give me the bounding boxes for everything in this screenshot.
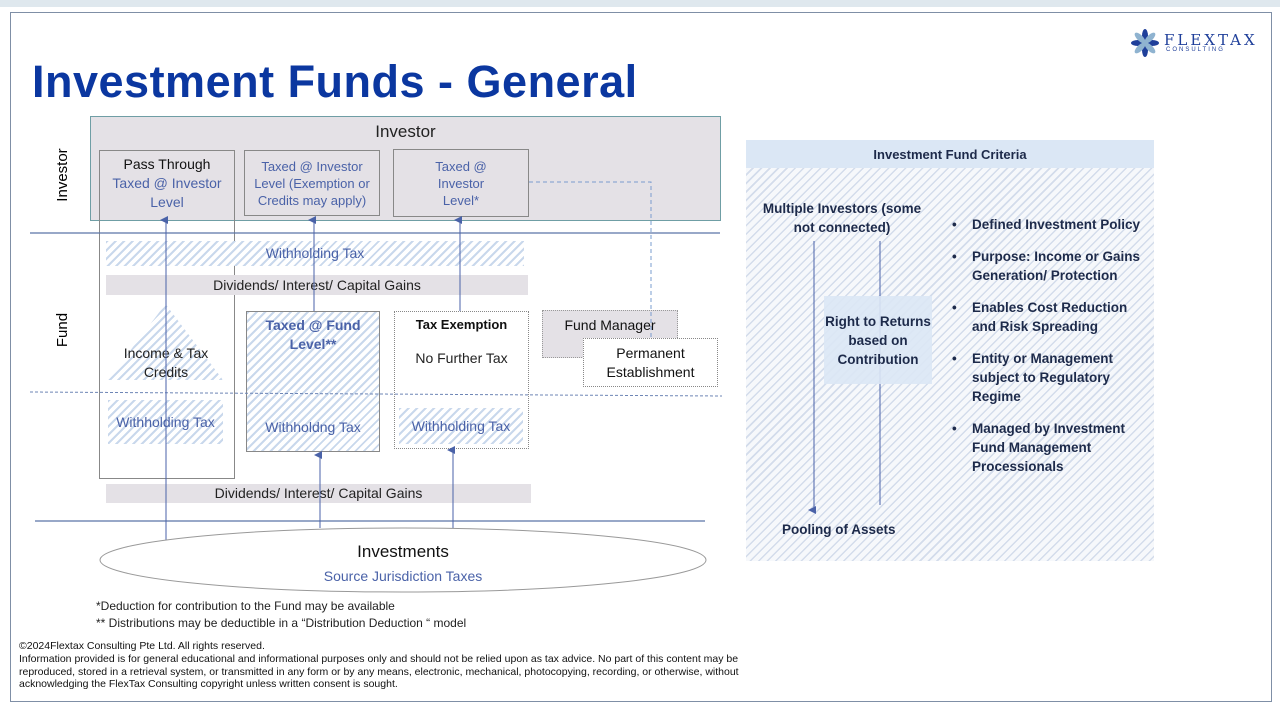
exemption-credits-box: Taxed @ Investor Level (Exemption or Cre… [244,150,380,216]
source-taxes-label: Source Jurisdiction Taxes [323,568,483,584]
logo-sub: CONSULTING [1166,47,1225,53]
note-2: ** Distributions may be deductible in a … [96,616,467,630]
criteria-bullet: Purpose: Income or Gains Generation/ Pro… [948,247,1148,285]
criteria-header: Investment Fund Criteria [746,140,1154,168]
pooling-label: Pooling of Assets [782,522,896,537]
pass-through-sub: Taxed @ Investor Level [112,175,222,210]
flower-logo-icon [1131,29,1159,57]
multiple-investors: Multiple Investors (some not connected) [762,201,922,235]
permanent-establishment-box: Permanent Establishment [583,338,718,387]
slide-frame [10,12,1272,702]
no-further-tax-label: No Further Tax [415,350,508,366]
dividends-band-top: Dividends/ Interest/ Capital Gains [106,275,528,295]
pass-through-column [99,150,235,479]
investments-ellipse [99,527,707,593]
disclaimer: Information provided is for general educ… [19,653,739,690]
pass-through-fill [100,151,234,215]
criteria-bullet: Enables Cost Reduction and Risk Spreadin… [948,298,1148,336]
tax-exemption-label: Tax Exemption [415,317,508,332]
note-1: *Deduction for contribution to the Fund … [96,599,395,613]
pass-through-title: Pass Through [123,156,211,172]
withholding-tax-band-top: Withholding Tax [106,241,524,266]
fund-dotted-divider [29,391,723,397]
withholding-tax-box-2: Withholdng Tax [265,418,361,435]
withholding-tax-box-3: Withholding Tax [399,408,523,444]
copyright: ©2024Flextax Consulting Pte Ltd. All rig… [19,640,265,652]
right-to-returns-box: Right to Returns based on Contribution [824,296,932,384]
pass-through-box: Pass Through Taxed @ Investor Level [100,155,234,212]
criteria-bullets: Defined Investment Policy Purpose: Incom… [948,215,1148,489]
taxed-fund-label: Taxed @ Fund Level** [265,317,361,352]
criteria-bullet: Managed by Investment Fund Management Pr… [948,419,1148,476]
page-title: Investment Funds - General [32,56,638,107]
investor-box-label: Investor [375,122,436,141]
logo: FLEXTAX CONSULTING [1130,28,1258,58]
criteria-bullet: Entity or Management subject to Regulato… [948,349,1148,406]
dashed-connector-pe [529,181,652,338]
investor-level-star-box: Taxed @ Investor Level* [393,149,529,217]
taxed-fund-box [246,311,380,452]
dividends-band-bottom: Dividends/ Interest/ Capital Gains [106,484,531,503]
criteria-bullet: Defined Investment Policy [948,215,1148,234]
logo-name: FLEXTAX [1164,31,1258,49]
top-strip [0,0,1280,7]
investments-label: Investments [357,542,449,561]
tax-exemption-box [394,311,529,449]
